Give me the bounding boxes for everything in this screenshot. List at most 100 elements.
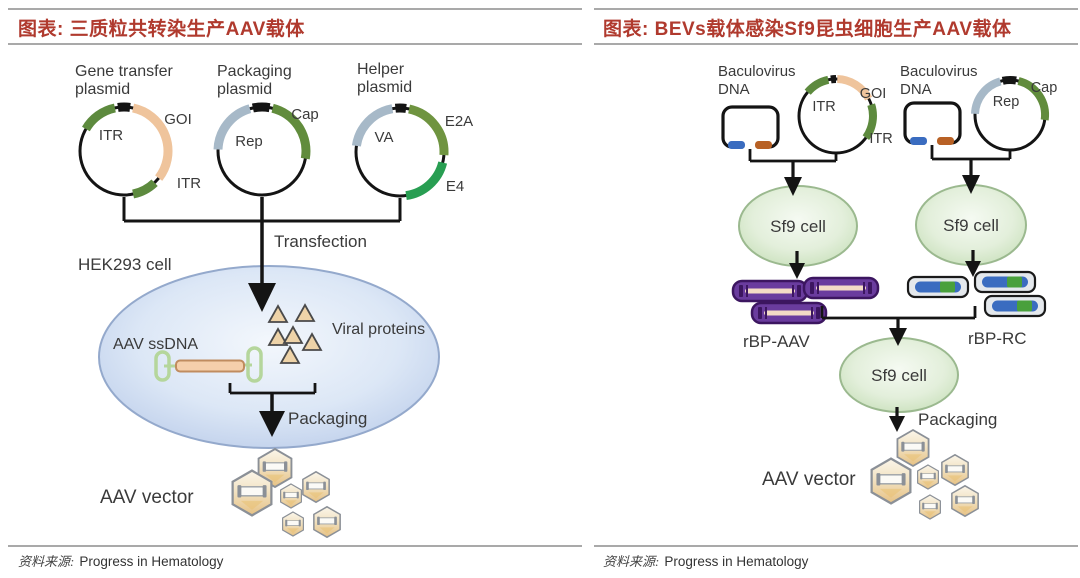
aav-capsid bbox=[302, 471, 330, 503]
packaging-bracket bbox=[228, 383, 317, 437]
aav-vectors bbox=[870, 429, 979, 520]
segment-tick bbox=[251, 102, 271, 113]
rep-label: Rep bbox=[993, 94, 1020, 110]
arrowhead bbox=[889, 328, 907, 346]
blue-segment bbox=[910, 137, 927, 145]
rbp-aav-particles bbox=[731, 276, 880, 325]
aav-capsid bbox=[919, 494, 941, 520]
rbp-rc-label: rBP-RC bbox=[968, 329, 1027, 348]
packaging-label: Packaging bbox=[288, 409, 367, 428]
aav-vectors bbox=[231, 448, 341, 538]
loop-gap bbox=[743, 142, 757, 152]
packaging-label: Packaging bbox=[918, 410, 997, 429]
right-panel: Baculovirus DNA ITR GOI ITR Baculov bbox=[540, 0, 1080, 578]
itr-hairpin bbox=[246, 346, 263, 383]
plasmid-name: plasmid bbox=[357, 79, 412, 96]
coinfection-bracket bbox=[820, 306, 977, 346]
baculovirus-loop bbox=[721, 105, 780, 149]
orange-segment bbox=[937, 137, 954, 145]
plasmid-name: plasmid bbox=[217, 81, 272, 98]
itr-hairpin bbox=[154, 350, 171, 382]
aav-capsid bbox=[951, 485, 979, 517]
e2a-label: E2A bbox=[445, 113, 473, 130]
repcap-plasmid: Rep Cap bbox=[971, 76, 1058, 152]
divider-footer-left bbox=[8, 545, 582, 547]
itr-label: ITR bbox=[177, 175, 201, 192]
segment-tick bbox=[1001, 76, 1017, 85]
aav-ssdna: AAV ssDNA bbox=[113, 336, 263, 383]
goi-segment bbox=[836, 75, 873, 101]
baculovirus-label: DNA bbox=[718, 81, 750, 98]
right-source: 资料来源: Progress in Hematology bbox=[603, 551, 808, 571]
rbp-rc-particle bbox=[973, 270, 1037, 294]
arrowhead bbox=[789, 263, 805, 279]
aav-capsid bbox=[941, 454, 969, 486]
baculovirus-label: Baculovirus bbox=[718, 63, 796, 80]
goi-label: GOI bbox=[164, 111, 192, 128]
baculovirus-label: DNA bbox=[900, 81, 932, 98]
baculovirus-loop bbox=[903, 101, 962, 145]
right-panel-title: 图表: BEVs载体感染Sf9昆虫细胞生产AAV载体 bbox=[603, 19, 1012, 40]
right-diagram: Baculovirus DNA ITR GOI ITR Baculov bbox=[718, 63, 1058, 520]
loop-gap bbox=[925, 138, 939, 148]
e4-label: E4 bbox=[446, 178, 464, 195]
packaging-plasmid: Packaging plasmid Rep Cap bbox=[213, 63, 319, 197]
arrowhead bbox=[889, 416, 905, 432]
e2a-segment bbox=[407, 104, 449, 156]
e4-segment bbox=[405, 161, 448, 201]
goi-plasmid: ITR GOI ITR bbox=[797, 75, 893, 155]
divider-top-right bbox=[594, 8, 1078, 10]
left-panel-title: 图表: 三质粒共转染生产AAV载体 bbox=[18, 19, 305, 40]
sf9-cell-label: Sf9 cell bbox=[943, 216, 999, 235]
cap-segment bbox=[1017, 77, 1050, 121]
left-diagram: Gene transfer plasmid ITR GOI ITR Packag… bbox=[75, 61, 473, 538]
aav-capsid bbox=[917, 464, 939, 490]
blue-segment bbox=[728, 141, 745, 149]
sf9-output-arrow-2 bbox=[965, 250, 981, 277]
source-name: Progress in Hematology bbox=[664, 554, 809, 569]
arrowhead bbox=[962, 175, 980, 194]
source-prefix-label: 资料来源: bbox=[603, 554, 660, 569]
cap-label: Cap bbox=[1031, 80, 1058, 96]
left-panel: Gene transfer plasmid ITR GOI ITR Packag… bbox=[75, 61, 473, 538]
divider-top-left bbox=[8, 8, 582, 10]
cap-segment bbox=[271, 103, 311, 160]
arrowhead bbox=[248, 283, 276, 312]
baculovirus-label: Baculovirus bbox=[900, 63, 978, 80]
cap-label: Cap bbox=[291, 106, 319, 123]
sf9-output-arrow-1 bbox=[789, 251, 805, 279]
aav-capsid bbox=[896, 429, 930, 467]
itr-segment bbox=[82, 103, 117, 132]
infection-bracket-1 bbox=[748, 149, 838, 196]
source-name: Progress in Hematology bbox=[79, 554, 224, 569]
itr-label: ITR bbox=[869, 131, 892, 147]
hek293-cell-body bbox=[98, 265, 440, 449]
rbp-rc-particle bbox=[906, 275, 970, 299]
arrowhead bbox=[259, 411, 285, 437]
plasmid-name: Gene transfer bbox=[75, 63, 174, 80]
helper-plasmid: Helper plasmid VA E2A E4 bbox=[351, 61, 473, 201]
transfection-bracket bbox=[122, 197, 402, 312]
orange-segment bbox=[755, 141, 772, 149]
aav-vector-label: AAV vector bbox=[100, 487, 194, 508]
va-segment bbox=[351, 104, 394, 147]
itr-segment bbox=[862, 103, 877, 141]
rbp-aav-particle bbox=[750, 301, 828, 325]
aav-capsid bbox=[313, 506, 341, 538]
itr-segment bbox=[131, 179, 158, 199]
ssdna-rod bbox=[175, 359, 245, 373]
sf9-cell-label: Sf9 cell bbox=[871, 366, 927, 385]
itr-label: ITR bbox=[812, 99, 835, 115]
plasmid-name: Helper bbox=[357, 61, 405, 78]
rbp-rc-particles bbox=[906, 270, 1047, 318]
infection-bracket-2 bbox=[930, 145, 1012, 194]
rep-segment bbox=[213, 104, 252, 150]
plasmid-name: Packaging bbox=[217, 63, 292, 80]
rbp-rc-particle bbox=[983, 294, 1047, 318]
aav-capsid bbox=[282, 511, 304, 537]
plasmid-name: plasmid bbox=[75, 81, 130, 98]
aav-vector-label: AAV vector bbox=[762, 469, 856, 490]
itr-label: ITR bbox=[99, 127, 123, 144]
goi-segment bbox=[131, 103, 173, 181]
